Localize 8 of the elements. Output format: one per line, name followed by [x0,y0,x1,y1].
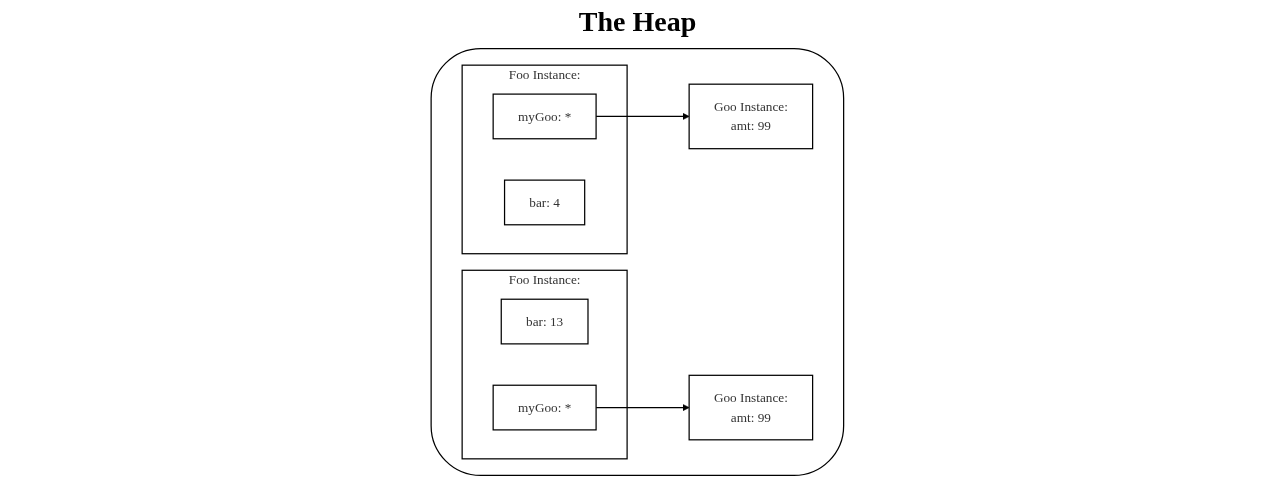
cluster [430,48,845,476]
node-box: myGoo: * [492,93,597,140]
node-box: bar: 4 [504,179,586,226]
diagram-title: The Heap [577,6,698,38]
node-box: Goo Instance: amt: 99 [688,374,814,441]
node-box: Goo Instance: amt: 99 [688,83,814,150]
node-box: bar: 13 [500,298,589,345]
node-box: myGoo: * [492,384,597,431]
